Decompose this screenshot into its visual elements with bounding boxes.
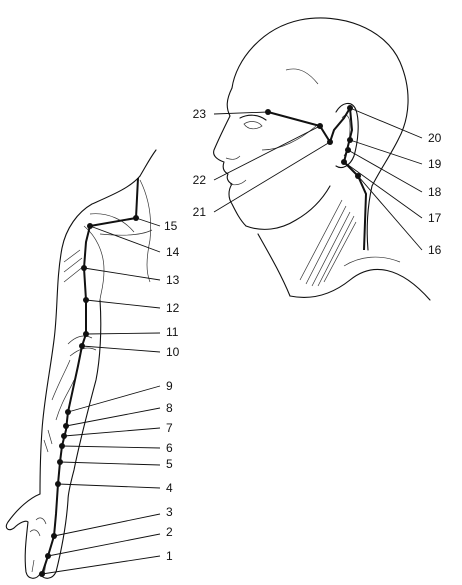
leader-line-7 bbox=[63, 427, 161, 437]
arm-meridian-line bbox=[41, 177, 139, 575]
leader-line-16 bbox=[357, 175, 423, 251]
acupoint-17 bbox=[341, 159, 347, 165]
leader-line-8 bbox=[65, 407, 161, 427]
acupoint-18 bbox=[345, 147, 351, 153]
acupoint-11 bbox=[83, 331, 89, 337]
acupoint-4 bbox=[55, 481, 61, 487]
acupoint-22 bbox=[317, 123, 323, 129]
acupoint-5 bbox=[57, 459, 63, 465]
point-label-14: 14 bbox=[166, 245, 180, 259]
point-label-18: 18 bbox=[428, 185, 442, 199]
point-label-16: 16 bbox=[428, 243, 442, 257]
point-label-5: 5 bbox=[166, 457, 173, 471]
point-label-12: 12 bbox=[166, 301, 180, 315]
point-label-13: 13 bbox=[166, 273, 180, 287]
acupoint-7 bbox=[61, 433, 67, 439]
point-label-6: 6 bbox=[166, 441, 173, 455]
head-outline bbox=[213, 17, 431, 301]
point-label-7: 7 bbox=[166, 421, 173, 435]
leader-line-12 bbox=[85, 299, 161, 309]
acupoint-20 bbox=[347, 105, 353, 111]
acupoint-12 bbox=[83, 297, 89, 303]
head-meridian-line bbox=[267, 104, 368, 251]
point-label-11: 11 bbox=[166, 325, 179, 339]
acupoint-10 bbox=[79, 343, 85, 349]
point-label-20: 20 bbox=[428, 131, 442, 145]
leader-line-20 bbox=[349, 107, 423, 139]
point-label-15: 15 bbox=[164, 219, 178, 233]
leader-line-10 bbox=[81, 345, 161, 353]
leader-line-15 bbox=[135, 217, 161, 227]
arm-outline bbox=[5, 149, 157, 579]
acupoint-1 bbox=[39, 571, 45, 577]
leader-line-4 bbox=[57, 483, 161, 489]
point-label-23: 23 bbox=[193, 107, 207, 121]
acupoint-14 bbox=[87, 223, 93, 229]
leader-line-6 bbox=[61, 445, 161, 449]
acupoint-19 bbox=[347, 137, 353, 143]
point-label-3: 3 bbox=[166, 505, 173, 519]
acupoint-13 bbox=[81, 265, 87, 271]
point-label-4: 4 bbox=[166, 481, 173, 495]
leader-line-3 bbox=[53, 513, 161, 537]
point-label-1: 1 bbox=[166, 549, 173, 563]
point-label-19: 19 bbox=[428, 157, 442, 171]
leader-line-22 bbox=[213, 125, 321, 181]
leader-line-19 bbox=[349, 139, 423, 165]
point-label-10: 10 bbox=[166, 345, 180, 359]
leader-line-11 bbox=[85, 332, 161, 335]
acupoint-8 bbox=[63, 423, 69, 429]
point-label-22: 22 bbox=[193, 173, 207, 187]
leader-line-21 bbox=[213, 141, 331, 213]
acupoint-9 bbox=[65, 409, 71, 415]
leader-line-1 bbox=[41, 555, 161, 575]
acupoint-21 bbox=[327, 139, 333, 145]
leader-line-5 bbox=[59, 461, 161, 466]
leader-line-17 bbox=[343, 161, 423, 219]
acupoint-3 bbox=[51, 533, 57, 539]
leader-line-9 bbox=[67, 385, 161, 413]
point-label-17: 17 bbox=[428, 211, 442, 225]
leader-line-14 bbox=[89, 225, 161, 253]
point-label-21: 21 bbox=[193, 205, 207, 219]
acupoint-16 bbox=[355, 173, 361, 179]
leader-line-18 bbox=[347, 149, 423, 193]
point-label-9: 9 bbox=[166, 379, 173, 393]
point-label-2: 2 bbox=[166, 525, 173, 539]
acupoint-6 bbox=[59, 443, 65, 449]
leader-line-2 bbox=[47, 533, 161, 557]
acupoint-2 bbox=[45, 553, 51, 559]
point-label-8: 8 bbox=[166, 401, 173, 415]
acupoint-15 bbox=[133, 215, 139, 221]
leader-line-23 bbox=[213, 111, 269, 115]
leader-line-13 bbox=[83, 267, 161, 281]
acupoint-23 bbox=[265, 109, 271, 115]
